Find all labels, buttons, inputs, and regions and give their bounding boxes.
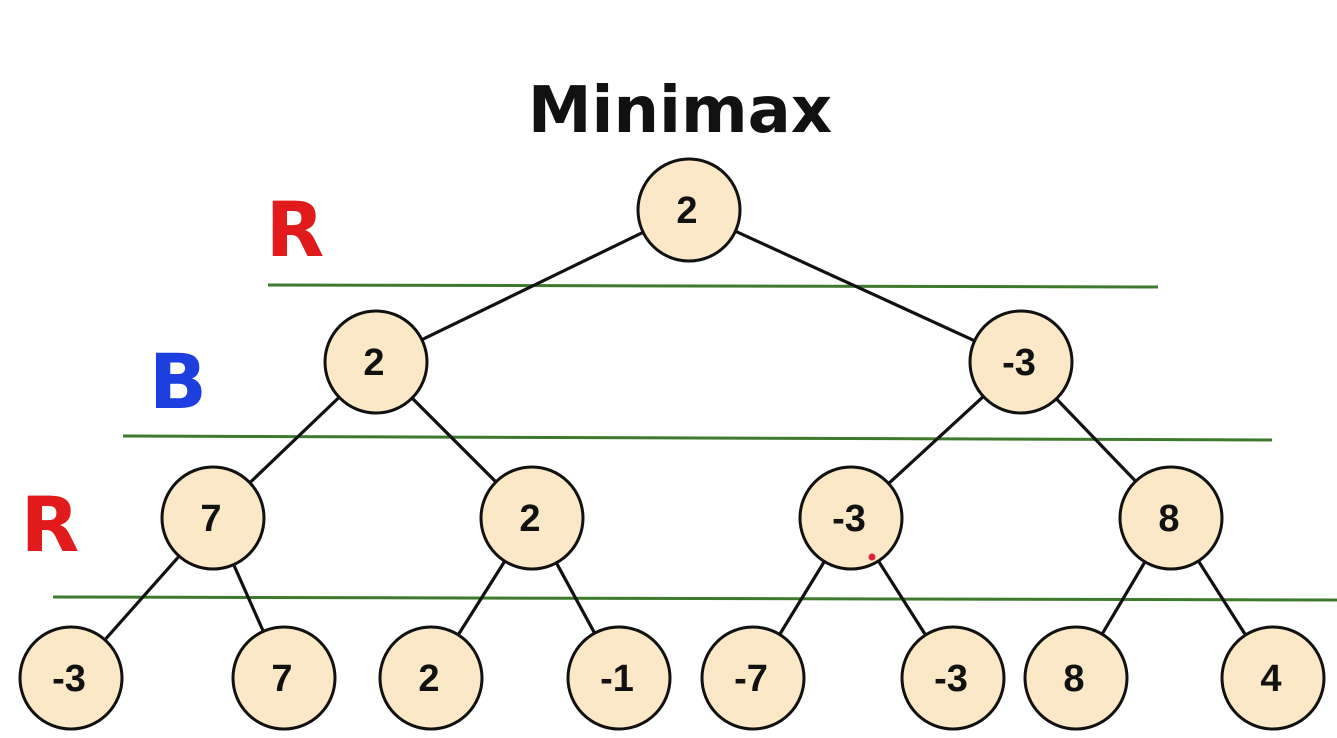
level-label-b: B: [149, 337, 207, 426]
node-circle: [566, 625, 672, 731]
tree-node-depth-1: 2: [323, 309, 429, 415]
tree-edge: [887, 395, 985, 485]
diagram-title: Minimax: [528, 74, 832, 148]
node-value: -3: [52, 658, 86, 700]
tree-edge: [734, 229, 976, 343]
node-circle: [479, 465, 585, 571]
node-value: 7: [271, 658, 292, 700]
node-value: 8: [1063, 658, 1084, 700]
tree-edge: [877, 560, 927, 636]
tree-edge: [421, 230, 644, 342]
tree-edge: [456, 560, 507, 636]
tree-node-depth-3: -3: [18, 625, 124, 731]
tree-node-depth-3: 2: [378, 625, 484, 731]
tree-node-depth-2: 8: [1118, 465, 1224, 571]
node-value: 4: [1260, 658, 1281, 700]
tree-node-depth-3: 7: [231, 625, 337, 731]
node-value: -3: [934, 658, 968, 700]
node-circle: [1118, 465, 1224, 571]
tree-node-depth-2: 2: [479, 465, 585, 571]
cursor-dot: [868, 553, 876, 561]
tree-edge: [410, 396, 498, 484]
node-value: 2: [676, 190, 697, 232]
tree-edge: [1100, 561, 1147, 635]
node-circle: [700, 625, 806, 731]
tree-node-depth-3: -3: [900, 625, 1006, 731]
node-value: 7: [200, 498, 221, 540]
node-value: 2: [418, 658, 439, 700]
tree-node-depth-3: -7: [700, 625, 806, 731]
level-label-r-bottom: R: [21, 480, 80, 569]
node-value: -7: [734, 658, 768, 700]
node-value: 2: [519, 498, 540, 540]
node-circle: [900, 625, 1006, 731]
node-value: 2: [363, 342, 384, 384]
tree-edge: [248, 396, 341, 484]
tree-edge: [1055, 397, 1137, 483]
tree-edge: [232, 563, 265, 633]
tree-node-depth-0: 2: [636, 157, 742, 263]
divider-line: [122, 434, 1273, 442]
node-circle: [231, 625, 337, 731]
tree-node-depth-1: -3: [968, 309, 1074, 415]
node-value: -1: [600, 658, 634, 700]
node-circle: [378, 625, 484, 731]
tree-edge: [103, 555, 181, 641]
tree-node-depth-3: 4: [1220, 625, 1326, 731]
tree-node-depth-3: 8: [1023, 625, 1129, 731]
divider-line: [52, 595, 1337, 602]
node-circle: [18, 625, 124, 731]
tree-edge: [554, 562, 597, 634]
node-circle: [798, 465, 904, 571]
tree-node-depth-2: 7: [160, 465, 266, 571]
node-circle: [323, 309, 429, 415]
tree-node-depth-3: -1: [566, 625, 672, 731]
tree-edge: [1197, 560, 1247, 636]
tree-node-depth-2: -3: [798, 465, 904, 571]
node-circle: [1220, 625, 1326, 731]
node-circle: [636, 157, 742, 263]
node-value: 8: [1158, 498, 1179, 540]
node-circle: [160, 465, 266, 571]
node-circle: [1023, 625, 1129, 731]
tree-edges: [103, 229, 1247, 641]
level-label-r-top: R: [266, 185, 325, 274]
tree-edge: [778, 560, 826, 636]
tree-nodes: -3 7 7 2 -1 2 2 -7 -3 -3 8 4 8 -3 2: [18, 157, 1326, 731]
divider-line: [267, 283, 1159, 289]
node-circle: [968, 309, 1074, 415]
level-labels: R B R: [21, 185, 325, 569]
node-value: -3: [832, 498, 866, 540]
node-value: -3: [1002, 342, 1036, 384]
